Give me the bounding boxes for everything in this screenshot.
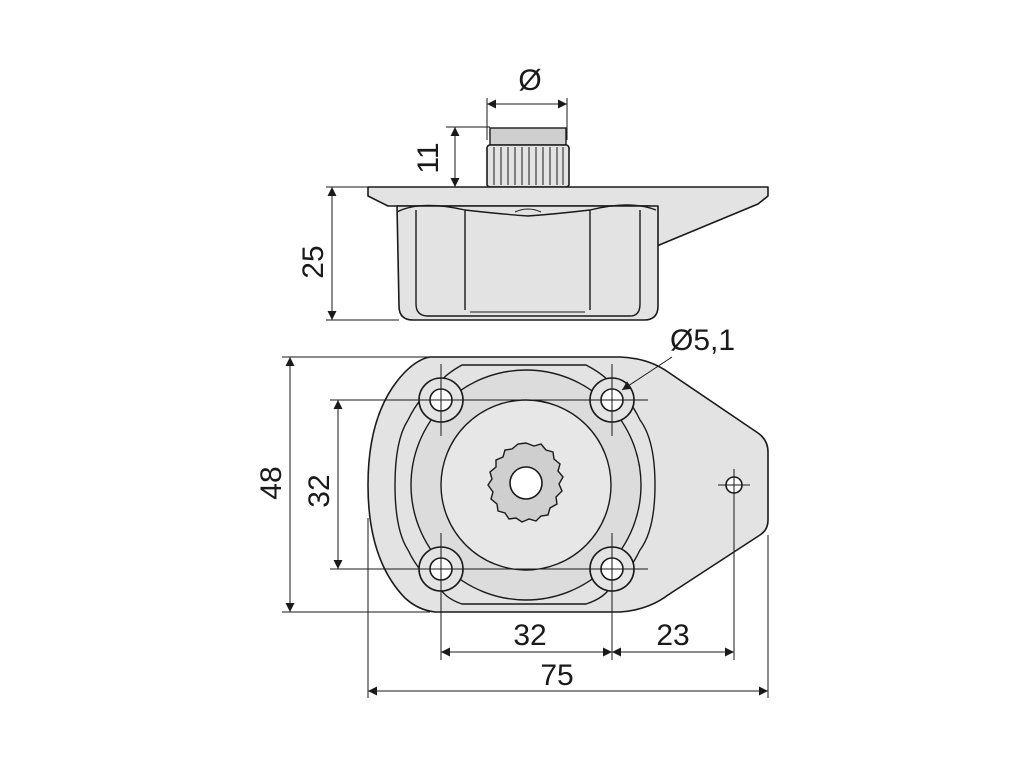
label-hole-spacing-vertical: 32 — [303, 474, 336, 507]
shaft-cap — [489, 127, 567, 146]
label-top-diameter: Ø — [518, 64, 541, 97]
plan-view — [367, 356, 769, 613]
label-spline-height: 11 — [412, 142, 445, 173]
label-overall-width: 75 — [540, 659, 573, 692]
center-lines — [405, 364, 750, 605]
hub-bore — [509, 466, 543, 500]
cross-plate — [394, 364, 656, 605]
label-body-height: 25 — [297, 245, 330, 278]
side-view — [367, 127, 769, 321]
label-hole-diameter: Ø5,1 — [670, 324, 735, 357]
shaft-splines — [486, 144, 570, 188]
label-hole-spacing-horizontal: 32 — [513, 619, 546, 652]
dimension-labels: Ø 11 25 Ø5,1 48 32 32 23 75 — [255, 64, 735, 692]
label-overall-height: 48 — [255, 466, 288, 499]
label-offset-side-hole: 23 — [656, 619, 689, 652]
dimension-lines — [282, 98, 769, 698]
body — [396, 205, 659, 321]
